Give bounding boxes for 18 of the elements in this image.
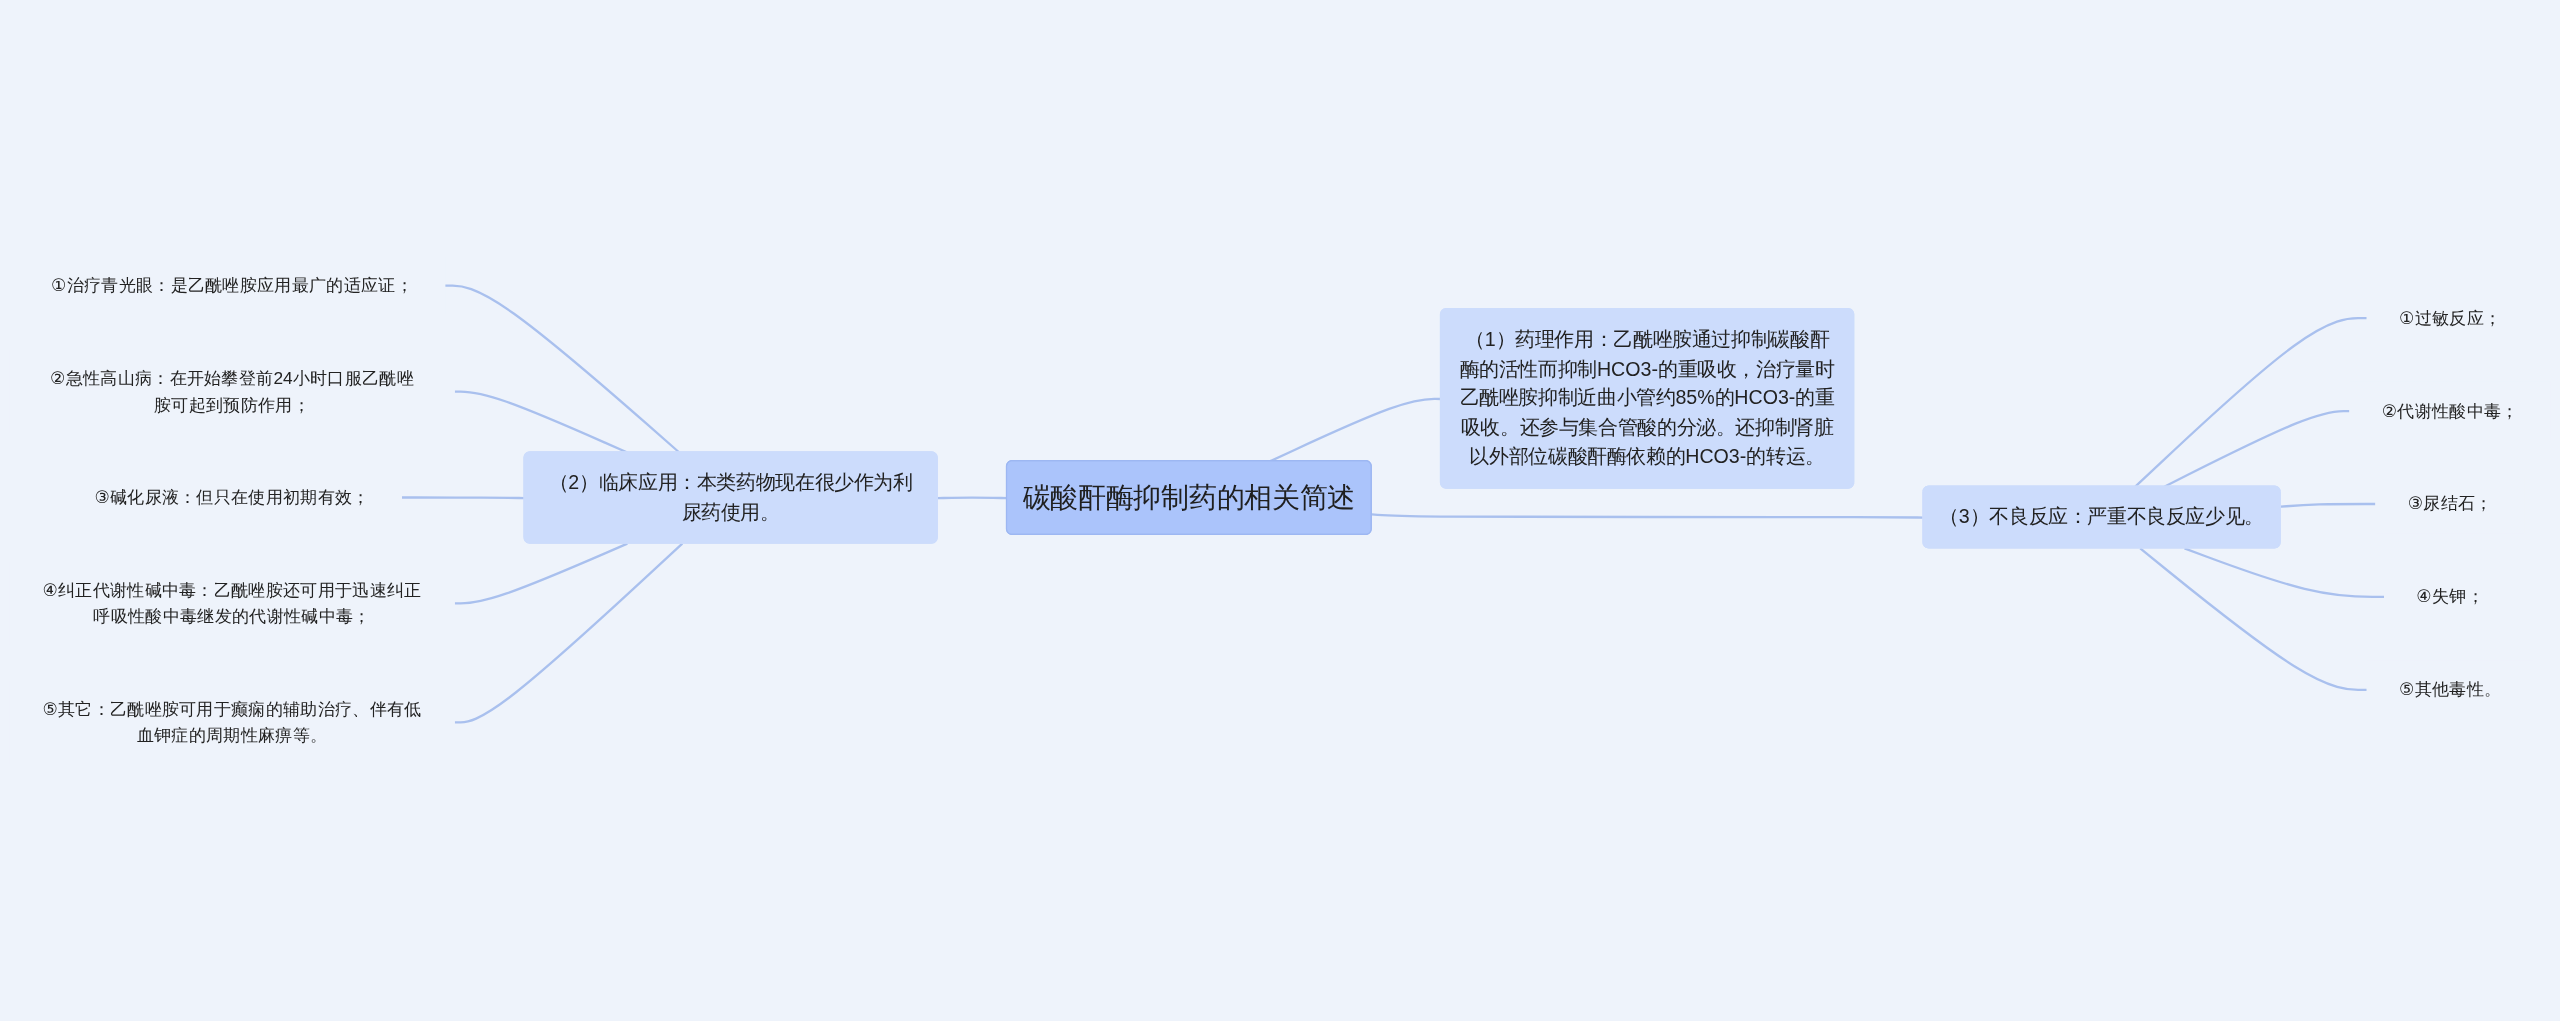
node-text: ②急性高山病：在开始攀登前24小时口服乙酰唑胺可起到预防作用； [50,367,414,414]
connector [2139,547,2367,691]
connector [454,542,628,605]
node-text: ④失钾； [2416,586,2484,606]
node-text: ③尿结石； [2407,493,2493,513]
connector [2163,409,2350,488]
node-text: ①治疗青光眼：是乙酰唑胺应用最广的适应证； [51,275,413,295]
node-text: ②代谢性酸中毒； [2381,400,2519,421]
connector [2134,317,2367,488]
node-text: ④纠正代谢性碱中毒：乙酰唑胺还可用于迅速纠正呼吸性酸中毒继发的代谢性碱中毒； [42,579,422,626]
node-text: ③碱化尿液：但只在使用初期有效； [94,486,370,507]
node-text: ⑤其他毒性。 [2399,679,2502,699]
connector [454,542,684,724]
connector [2184,547,2385,599]
node-text: ①过敏反应； [2399,307,2502,328]
node-text: ⑤其它：乙酰唑胺可用于癫痫的辅助治疗、伴有低血钾症的周期性麻痹等。 [42,698,422,745]
connector [2280,502,2376,508]
connector [401,496,525,500]
